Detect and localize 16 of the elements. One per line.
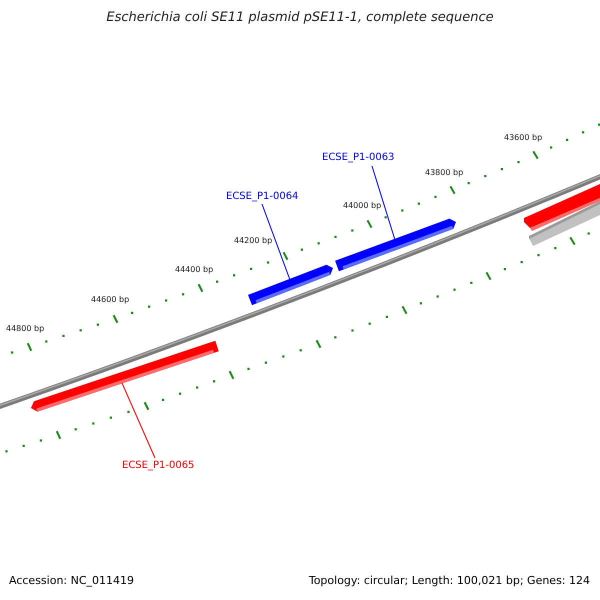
scale-label: 44400 bp xyxy=(175,265,214,274)
gene-arrow xyxy=(248,264,333,306)
scale-label: 43600 bp xyxy=(504,133,542,142)
leader-line xyxy=(262,204,290,280)
leader-line xyxy=(122,382,156,458)
scale-label: 44600 bp xyxy=(91,295,130,304)
accession-text: Accession: NC_011419 xyxy=(9,574,134,587)
sequence-summary: Topology: circular; Length: 100,021 bp; Genes: 124 xyxy=(308,574,590,587)
gene-arrow xyxy=(335,218,456,272)
gene-arrow xyxy=(31,340,219,412)
gene-label: ECSE_P1-0063 xyxy=(322,152,394,164)
gene-label: ECSE_P1-0064 xyxy=(226,191,298,203)
gene-label: ECSE_P1-0065 xyxy=(122,460,194,472)
scale-label: 43800 bp xyxy=(425,168,464,177)
leader-line xyxy=(372,166,396,240)
diagram-title: Escherichia coli SE11 plasmid pSE11-1, complete sequence xyxy=(105,10,495,25)
